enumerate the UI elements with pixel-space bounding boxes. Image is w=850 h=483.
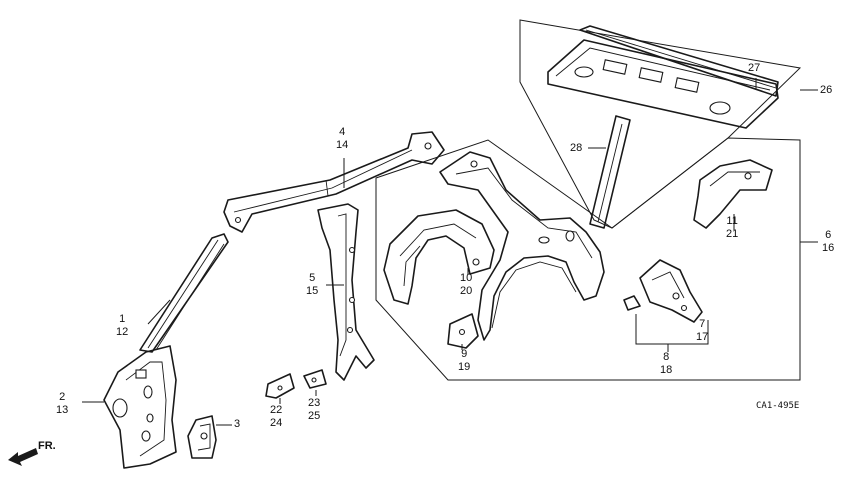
callout-6-16: 6 16 <box>822 229 834 255</box>
callout-number: 26 <box>820 84 833 96</box>
callout-4-14: 4 14 <box>336 126 348 152</box>
callout-number: 15 <box>306 285 319 297</box>
callout-number: 3 <box>234 418 241 430</box>
front-arrow-icon <box>8 448 38 466</box>
callout-number: 10 <box>460 272 473 284</box>
rear-bracket-part <box>639 259 703 323</box>
callout-2-13: 2 13 <box>56 391 68 417</box>
callout-number: 8 <box>663 351 670 363</box>
callout-11-21: 11 21 <box>726 215 738 241</box>
callout-number: 27 <box>748 62 761 74</box>
lower-front-pillar-part <box>103 345 177 469</box>
callout-9-19: 9 19 <box>458 348 470 374</box>
roof-side-rail-part <box>223 131 445 233</box>
bracket-3-part <box>187 415 217 459</box>
callout-5-15: 5 15 <box>306 272 318 298</box>
callout-number: 1 <box>119 313 126 325</box>
callout-8-18: 8 18 <box>660 351 672 377</box>
rear-quarter-panel-part <box>439 151 605 341</box>
callout-number: 25 <box>308 410 321 422</box>
callout-number: 16 <box>822 242 835 254</box>
center-pillar-part <box>317 203 375 381</box>
bracket-9-part <box>447 313 479 349</box>
callout-number: 28 <box>570 142 583 154</box>
callout-number: 19 <box>458 361 471 373</box>
callout-number: 4 <box>339 126 346 138</box>
callout-number: 12 <box>116 326 129 338</box>
rear-shelf-part <box>547 39 779 129</box>
callout-number: 9 <box>461 348 468 360</box>
callout-number: 20 <box>460 285 473 297</box>
bracket-23-part <box>303 369 327 389</box>
callout-number: 2 <box>59 391 66 403</box>
callout-22-24: 22 24 <box>270 404 282 430</box>
callout-number: 5 <box>309 272 316 284</box>
callout-number: 17 <box>696 331 709 343</box>
front-label: FR. <box>38 440 56 452</box>
callout-23-25: 23 25 <box>308 397 320 423</box>
callout-3: 3 <box>234 418 240 431</box>
callout-number: 24 <box>270 417 283 429</box>
callout-number: 11 <box>726 215 738 227</box>
callout-number: 6 <box>825 229 832 241</box>
callout-28: 28 <box>570 142 582 155</box>
callout-1-12: 1 12 <box>116 313 128 339</box>
callout-10-20: 10 20 <box>460 272 472 298</box>
callout-number: 23 <box>308 397 321 409</box>
callout-26: 26 <box>820 84 832 97</box>
callout-7-17: 7 17 <box>696 318 708 344</box>
callout-number: 21 <box>726 228 739 240</box>
callout-number: 7 <box>699 318 706 330</box>
drawing-code: CA1-495E <box>756 401 800 411</box>
inner-wheelhouse-part <box>383 209 495 305</box>
callout-27: 27 <box>748 62 760 75</box>
front-pillar-part <box>139 233 229 353</box>
rear-shelf-rail-part <box>579 25 779 97</box>
rear-shelf-group-frame <box>519 19 802 229</box>
bracket-22-part <box>265 373 295 399</box>
small-clip-part <box>623 295 641 311</box>
callout-number: 18 <box>660 364 673 376</box>
callout-number: 13 <box>56 404 69 416</box>
rear-brace-part <box>589 115 631 229</box>
taillamp-housing-part <box>693 159 773 229</box>
callout-number: 14 <box>336 139 349 151</box>
quarter-panel-group-frame <box>375 137 801 381</box>
callout-number: 22 <box>270 404 283 416</box>
